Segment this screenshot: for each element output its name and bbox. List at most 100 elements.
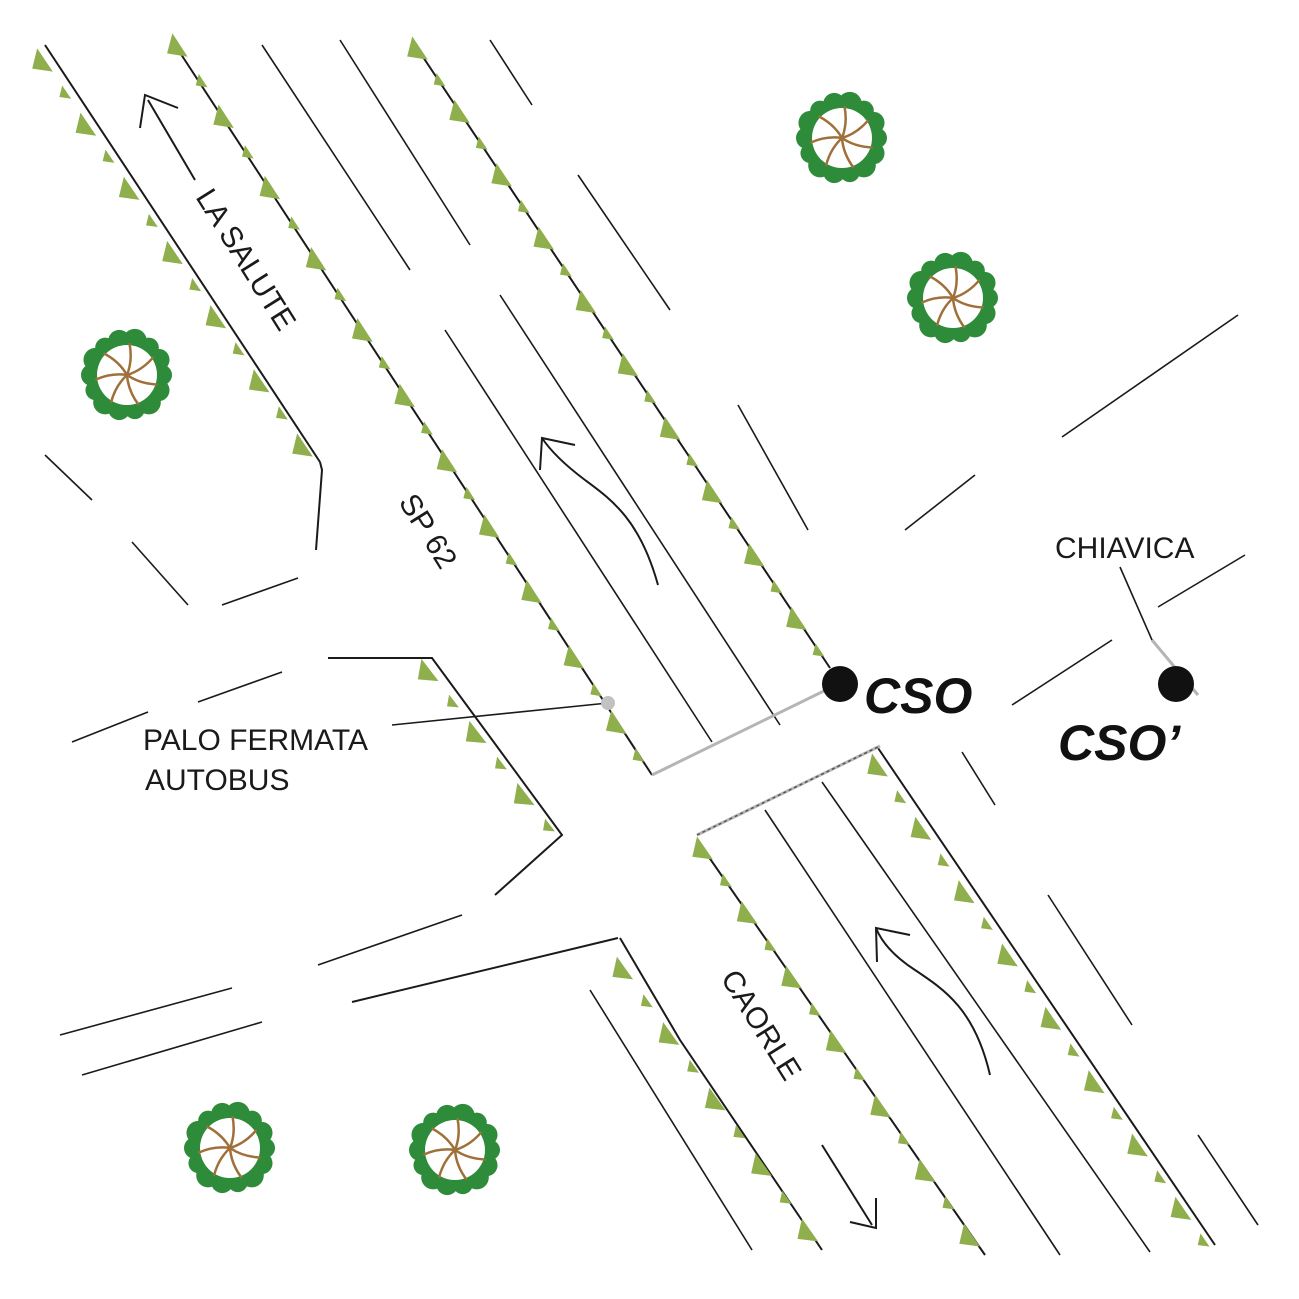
tree-icon — [81, 328, 172, 421]
cso-prime-point-marker — [1158, 666, 1194, 702]
hedge-triangle — [825, 1029, 847, 1054]
hedge-triangle — [733, 1125, 746, 1139]
hedge-triangle — [447, 694, 459, 708]
hedge-triangle — [1067, 1043, 1080, 1057]
hedge-triangle — [248, 369, 270, 393]
hedge-triangle — [612, 956, 634, 980]
chiavica-label: CHIAVICA — [1055, 532, 1194, 565]
hedge-triangle — [959, 1223, 980, 1247]
hedge-triangle — [513, 782, 535, 806]
tree-icon — [184, 1101, 275, 1194]
hedge-triangle — [465, 720, 487, 744]
hedge-triangle — [495, 756, 507, 770]
hedge-triangle — [167, 33, 188, 57]
hedge-triangle — [505, 552, 518, 566]
hedge-triangle — [1111, 1106, 1123, 1120]
hedge-triangle — [942, 1196, 955, 1210]
hedge-triangle — [305, 247, 327, 271]
hedge-triangle — [764, 938, 777, 952]
hedge-triangle — [1197, 1233, 1210, 1247]
hedge-triangle — [686, 453, 699, 467]
hedge-triangle — [692, 836, 713, 860]
hedge-triangle — [407, 36, 428, 60]
hedge-triangle — [533, 226, 555, 250]
hedge-triangle — [997, 943, 1018, 967]
hedge-triangle — [421, 421, 433, 435]
palo-fermata-label: PALO FERMATA — [143, 724, 368, 757]
hedge-triangle — [720, 873, 732, 887]
hedge-triangle — [189, 277, 202, 292]
hedge-triangle — [146, 213, 158, 228]
hedge-triangle — [1170, 1196, 1192, 1220]
hedge-triangle — [232, 342, 245, 356]
tree-icon — [796, 91, 887, 184]
hedge-triangle — [786, 606, 807, 630]
hedge-triangle — [953, 880, 975, 904]
hedge-triangle — [751, 1153, 772, 1176]
sp62-label: SP 62 — [392, 488, 463, 574]
hedge-triangle — [894, 790, 907, 804]
hedge-triangle — [867, 753, 888, 777]
hedge-triangle — [687, 1059, 699, 1073]
hedge-triangle — [75, 112, 97, 136]
hedge-triangle — [334, 287, 347, 302]
hedge-triangle — [59, 85, 72, 99]
hedge-triangle — [517, 199, 530, 214]
hedge-triangle — [1040, 1006, 1062, 1030]
hedge-triangle — [560, 263, 572, 277]
hedge-triangle — [378, 355, 391, 370]
hedge-triangle — [547, 617, 560, 631]
vegetation-hedges — [32, 33, 1210, 1247]
hedge-triangle — [981, 916, 993, 930]
hedge-triangle — [292, 433, 313, 457]
hedge-triangle — [417, 658, 439, 682]
hedge-triangle — [449, 99, 470, 124]
hedge-triangle — [590, 682, 603, 697]
hedge-triangle — [898, 1131, 910, 1145]
hedge-triangle — [259, 175, 281, 200]
hedge-triangle — [779, 1190, 792, 1204]
hedge-triangle — [744, 543, 765, 567]
tree-icon — [907, 251, 998, 344]
hedge-triangle — [658, 1022, 680, 1045]
hedge-triangle — [162, 240, 183, 265]
hedge-triangle — [632, 748, 645, 762]
cross-road-lines — [44, 314, 1246, 1076]
hedge-triangle — [288, 216, 300, 230]
hedge-triangle — [736, 900, 758, 925]
hedge-triangle — [728, 516, 741, 530]
hedge-triangle — [701, 479, 723, 504]
hedge-triangle — [102, 149, 115, 163]
hedge-triangle — [195, 73, 208, 88]
hedge-triangle — [605, 710, 627, 735]
hedge-triangle — [463, 486, 476, 501]
long-arrow-icon — [139, 93, 877, 1230]
hedge-triangle — [937, 853, 950, 867]
cso-point-marker — [822, 666, 858, 702]
hedge-triangle — [575, 289, 597, 314]
la-salute-label: LA SALUTE — [189, 183, 302, 336]
tree-icon — [409, 1103, 500, 1196]
hedge-triangle — [797, 1218, 819, 1242]
autobus-label: AUTOBUS — [145, 764, 289, 797]
hedge-triangle — [436, 449, 458, 473]
hedge-triangle — [770, 579, 783, 594]
hedge-triangle — [659, 416, 681, 440]
hedge-triangle — [853, 1067, 866, 1081]
hedge-triangle — [1127, 1133, 1148, 1157]
hedge-triangle — [914, 1158, 936, 1183]
hedge-triangle — [644, 389, 657, 404]
hedge-triangle — [602, 326, 614, 340]
hedge-triangle — [704, 1087, 726, 1111]
hedge-triangle — [213, 104, 234, 128]
hedge-triangle — [1154, 1170, 1167, 1184]
hedge-triangle — [640, 994, 653, 1008]
hedge-triangle — [478, 514, 500, 538]
hedge-triangle — [205, 305, 227, 329]
hedge-triangle — [394, 383, 415, 408]
hedge-triangle — [241, 145, 254, 159]
hedge-triangle — [32, 48, 53, 72]
hedge-triangle — [781, 965, 802, 989]
trees — [81, 91, 998, 1196]
hedge-triangle — [543, 818, 555, 832]
